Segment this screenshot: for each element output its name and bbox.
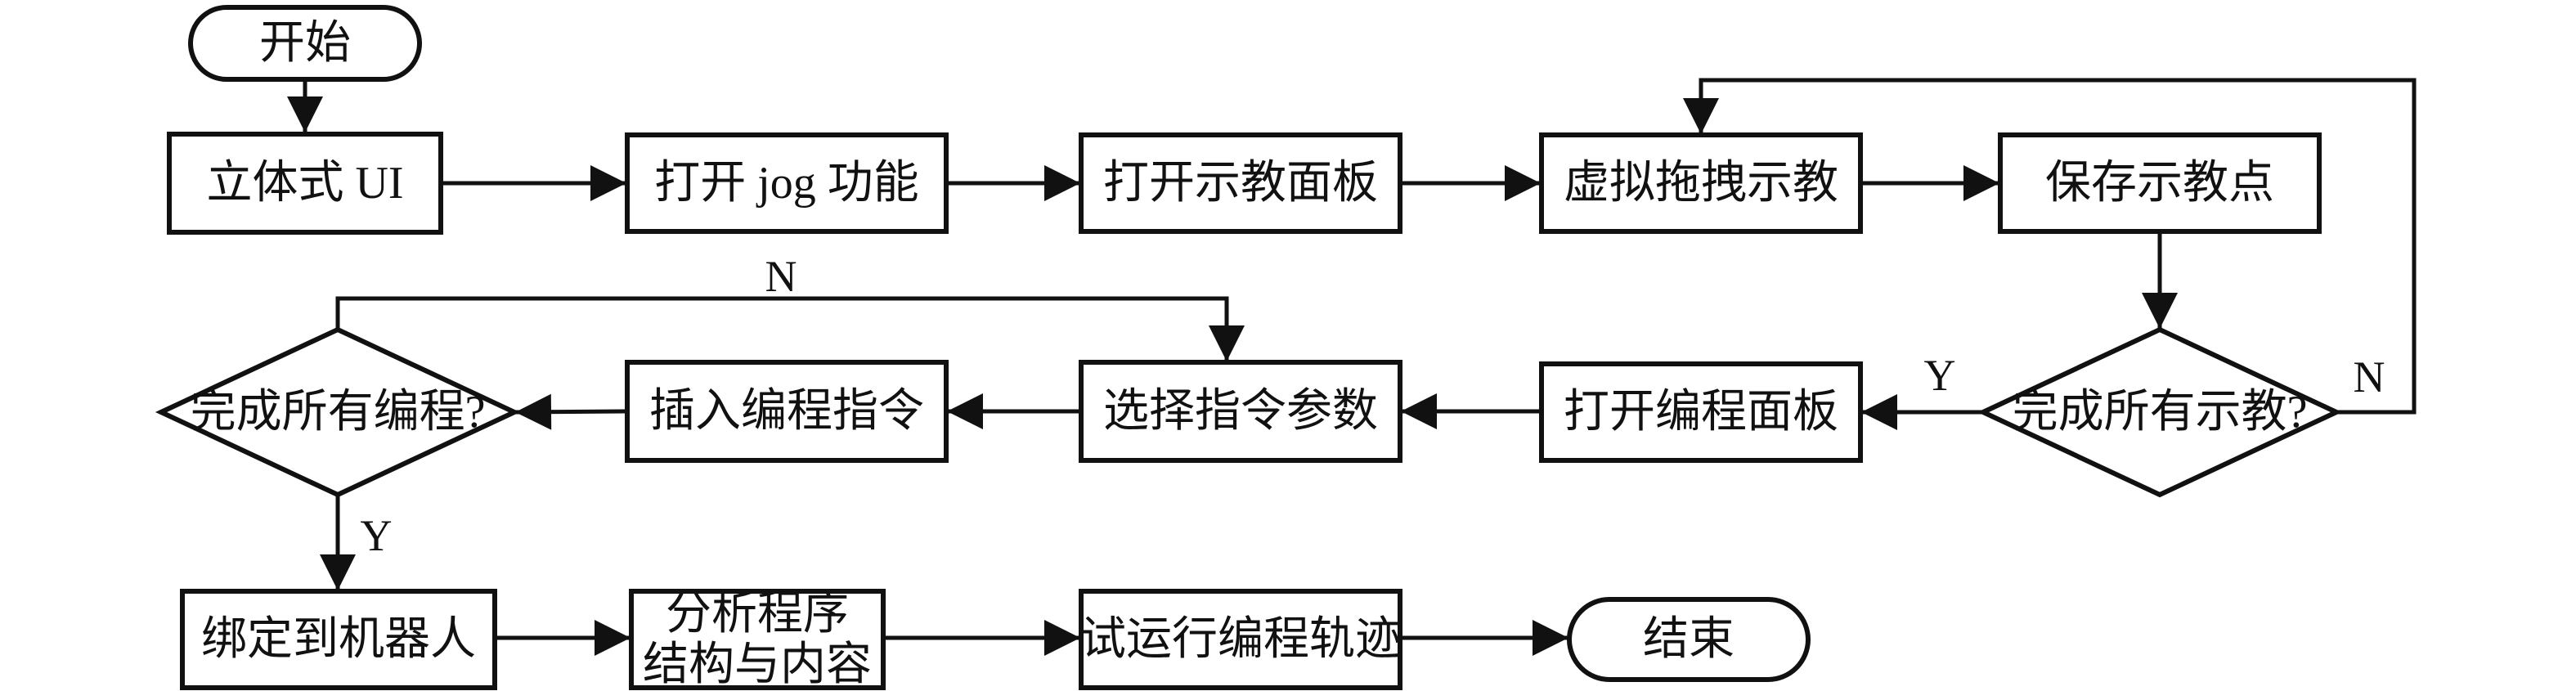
edge-all-programming-done-decision-to-select-instruction-params [335, 296, 1229, 361]
arrowhead-all-programming-done-decision-to-select-instruction-params [1209, 325, 1245, 361]
edge-label-all-programming-done-decision-yes: Y [361, 511, 393, 560]
label-analyze-program-line-2: 结构与内容 [643, 639, 872, 690]
decision-all-programming-done-decision [155, 326, 521, 498]
decision-all-teaching-done-decision [1977, 326, 2343, 498]
label-open-teach-panel: 打开示教面板 [1103, 158, 1378, 209]
label-end: 结束 [1643, 614, 1735, 665]
arrowhead-insert-program-instruction-to-all-programming-done-decision [515, 393, 552, 430]
terminal-start [188, 5, 422, 82]
label-all-teaching-done-decision: 完成所有示教? [2013, 387, 2308, 437]
process-select-instruction-params [1079, 360, 1402, 463]
process-analyze-program [629, 589, 886, 690]
arrowhead-all-programming-done-decision-to-bind-to-robot [320, 554, 356, 590]
label-stereoscopic-ui: 立体式 UI [206, 158, 403, 209]
process-open-jog-function [625, 132, 949, 234]
label-open-program-panel: 打开编程面板 [1564, 387, 1838, 437]
label-insert-program-instruction: 插入编程指令 [649, 386, 924, 437]
arrowhead-open-teach-panel-to-virtual-drag-teach [1505, 165, 1541, 201]
label-virtual-drag-teach: 虚拟拖拽示教 [1564, 158, 1838, 209]
arrowhead-analyze-program-to-trial-run-trajectory [1044, 620, 1080, 656]
arrowhead-virtual-drag-teach-to-save-teach-points [1963, 165, 1999, 201]
label-analyze-program: 分析程序结构与内容 [643, 589, 872, 690]
process-save-teach-points [1998, 132, 2322, 234]
label-bind-to-robot: 绑定到机器人 [201, 614, 476, 665]
label-select-instruction-params: 选择指令参数 [1103, 386, 1378, 437]
process-bind-to-robot [180, 589, 497, 690]
terminal-end [1567, 597, 1811, 682]
process-open-teach-panel [1079, 132, 1402, 234]
arrowhead-open-program-panel-to-select-instruction-params [1401, 393, 1437, 429]
arrowhead-save-teach-points-to-all-teaching-done-decision [2142, 293, 2178, 329]
label-trial-run-trajectory: 试运行编程轨迹 [1080, 614, 1401, 665]
edge-label-all-teaching-done-decision-no: N [2354, 352, 2385, 402]
process-insert-program-instruction [625, 360, 949, 463]
edge-label-all-teaching-done-decision-yes: Y [1924, 351, 1956, 400]
arrowhead-bind-to-robot-to-analyze-program [595, 620, 631, 656]
arrowhead-open-jog-function-to-open-teach-panel [1044, 165, 1080, 201]
label-all-programming-done-decision: 完成所有编程? [191, 387, 486, 437]
arrowhead-stereoscopic-ui-to-open-jog-function [590, 165, 626, 201]
process-virtual-drag-teach [1539, 132, 1863, 234]
label-open-jog-function: 打开 jog 功能 [654, 158, 919, 209]
edge-label-all-programming-done-decision-no: N [765, 252, 797, 301]
arrowhead-select-instruction-params-to-insert-program-instruction [947, 393, 983, 429]
label-save-teach-points: 保存示教点 [2045, 158, 2274, 209]
label-start: 开始 [259, 18, 351, 69]
arrowhead-all-teaching-done-decision-to-open-program-panel [1861, 394, 1897, 430]
arrowhead-trial-run-trajectory-to-end [1533, 620, 1568, 656]
process-open-program-panel [1539, 361, 1863, 463]
process-stereoscopic-ui [167, 132, 443, 235]
arrowhead-start-to-stereoscopic-ui [287, 96, 323, 132]
arrowhead-all-teaching-done-decision-to-virtual-drag-teach [1683, 98, 1719, 134]
process-trial-run-trajectory [1079, 589, 1402, 690]
label-analyze-program-line-1: 分析程序 [666, 589, 849, 639]
